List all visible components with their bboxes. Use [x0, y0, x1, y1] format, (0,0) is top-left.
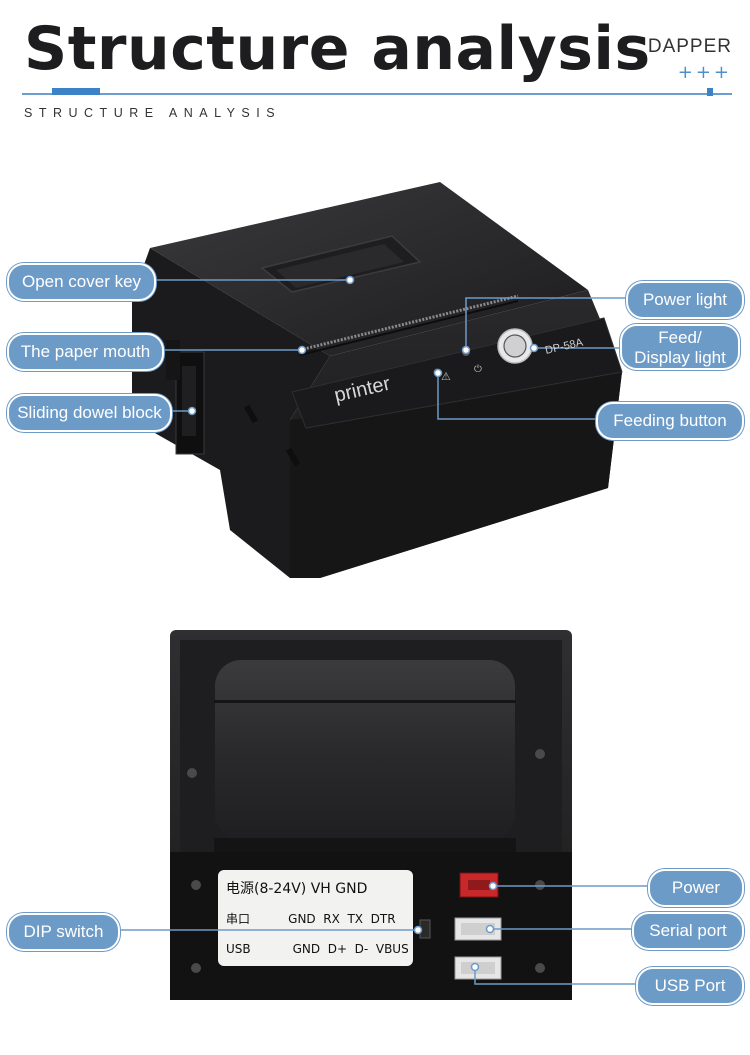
brand-label: DAPPER: [647, 36, 732, 57]
plus-decoration: +++: [677, 62, 732, 83]
label-row-1: 电源(8-24V) VH GND: [226, 881, 367, 897]
header-rule-accent: [52, 88, 100, 95]
paper-roll-cover: [215, 660, 515, 840]
callout-paper-mouth: The paper mouth: [7, 333, 164, 371]
callout-dip-switch: DIP switch: [7, 913, 120, 951]
callout-feed-display-line2: Display light: [634, 348, 726, 367]
page-subtitle: STRUCTURE ANALYSIS: [24, 106, 282, 120]
page-title: Structure analysis: [24, 14, 651, 84]
callout-serial-port: Serial port: [632, 912, 744, 950]
header-rule: [22, 93, 732, 95]
callout-power-light: Power light: [626, 281, 744, 319]
callout-usb-port: USB Port: [636, 967, 744, 1005]
printer-left-face: [132, 248, 330, 578]
printer-front-lower: [290, 372, 622, 578]
callout-feed-display-light: Feed/ Display light: [620, 324, 740, 370]
callout-feed-display-line1: Feed/: [658, 328, 702, 347]
callout-open-cover-key: Open cover key: [7, 263, 156, 301]
callout-power: Power: [648, 869, 744, 907]
paper-slot: [299, 294, 519, 352]
label-sticker: [218, 870, 413, 966]
paper-cover-inner: [276, 244, 404, 288]
warning-symbol: ⚠: [441, 370, 451, 383]
header-rule-marker: [707, 88, 713, 96]
label-row-2: 串口 GND RX TX DTR: [226, 912, 396, 926]
callout-sliding-dowel-block: Sliding dowel block: [7, 394, 172, 432]
power-symbol: ⏻: [474, 364, 482, 375]
label-row-3: USB GND D+ D- VBUS: [226, 942, 409, 956]
callout-feeding-button: Feeding button: [596, 402, 744, 440]
